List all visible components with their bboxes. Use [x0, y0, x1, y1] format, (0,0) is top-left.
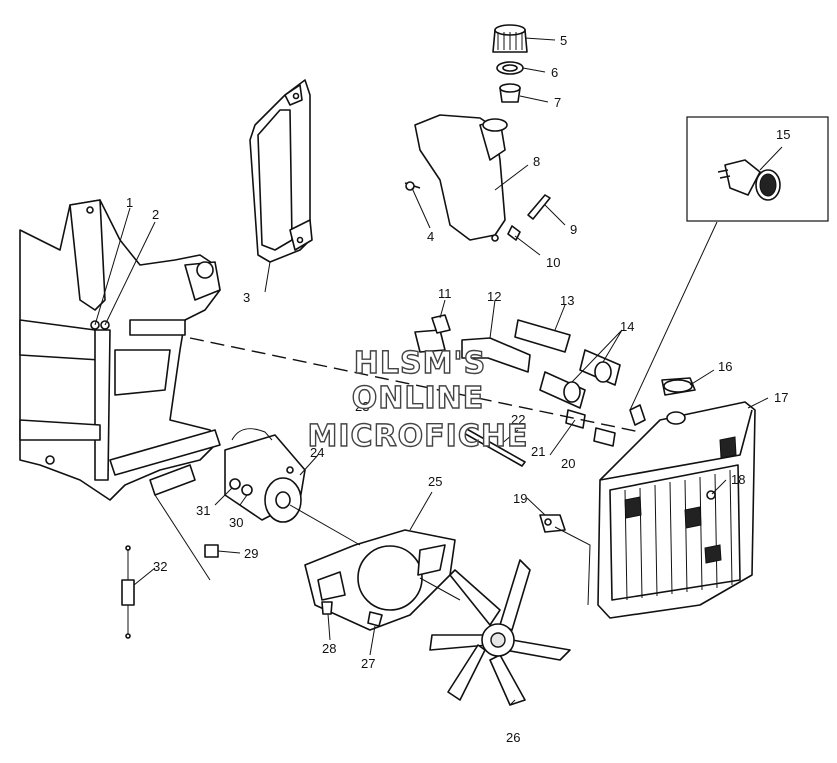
washer-30 — [241, 484, 253, 496]
callout-18: 18 — [731, 472, 745, 487]
temperature-switch — [717, 159, 781, 201]
hose-13 — [514, 319, 571, 353]
fan-bracket — [304, 529, 456, 631]
fuse-holder-32 — [121, 545, 135, 639]
long-bolt — [461, 427, 526, 467]
fan-motor — [224, 428, 306, 523]
callout-23: 23 — [355, 399, 369, 414]
callout-30: 30 — [229, 515, 243, 530]
callout-10: 10 — [546, 255, 560, 270]
callout-16: 16 — [718, 359, 732, 374]
callout-19: 19 — [513, 491, 527, 506]
callout-8: 8 — [533, 154, 540, 169]
callout-26: 26 — [506, 730, 520, 745]
callout-21: 21 — [531, 444, 545, 459]
lower-hose-21 — [565, 409, 586, 429]
callout-22: 22 — [511, 412, 525, 427]
callout-12: 12 — [487, 289, 501, 304]
callout-24: 24 — [310, 445, 324, 460]
callout-15: 15 — [776, 127, 790, 142]
coolant-reservoir — [404, 114, 508, 242]
callout-11: 11 — [438, 286, 452, 301]
callout-7: 7 — [554, 95, 561, 110]
callout-2: 2 — [152, 207, 159, 222]
watermark-line-3: MICROFICHE — [308, 419, 529, 454]
fastener-19 — [539, 514, 566, 533]
callout-6: 6 — [551, 65, 558, 80]
frame-assembly — [19, 199, 221, 501]
callout-3: 3 — [243, 290, 250, 305]
callout-4: 4 — [427, 229, 434, 244]
callout-31: 31 — [196, 503, 210, 518]
fitting-23 — [414, 329, 446, 353]
cap-gasket — [496, 61, 524, 75]
radiator-cap — [661, 377, 696, 396]
grommet-29 — [204, 544, 219, 558]
screw-27 — [367, 611, 383, 627]
centerline — [189, 337, 641, 433]
screw-28 — [321, 601, 333, 615]
lower-hose-20 — [593, 427, 616, 447]
callout-5: 5 — [560, 33, 567, 48]
hose-clamps-14 — [539, 349, 621, 409]
watermark: HLSM'S ONLINE MICROFICHE — [307, 345, 529, 454]
hose-clip — [507, 225, 521, 241]
callout-13: 13 — [560, 293, 574, 308]
callout-29: 29 — [244, 546, 258, 561]
watermark-line-1: HLSM'S — [354, 346, 486, 381]
watermark-line-2: ONLINE — [352, 381, 485, 416]
overflow-hose — [527, 194, 551, 220]
callout-32: 32 — [153, 559, 167, 574]
leader-lines — [94, 37, 783, 706]
fan-blade — [429, 559, 571, 706]
radiator-shroud — [249, 79, 313, 263]
nut-31 — [229, 478, 241, 490]
callout-1: 1 — [126, 195, 133, 210]
callout-labels: 1 2 3 4 5 6 7 8 9 10 11 12 13 14 15 16 1… — [126, 33, 790, 745]
callout-25: 25 — [428, 474, 442, 489]
callout-9: 9 — [570, 222, 577, 237]
callout-20: 20 — [561, 456, 575, 471]
callout-28: 28 — [322, 641, 336, 656]
callout-14: 14 — [620, 319, 634, 334]
reservoir-cap — [492, 24, 528, 53]
callout-17: 17 — [774, 390, 788, 405]
callout-27: 27 — [361, 656, 375, 671]
radiator — [597, 401, 756, 619]
filler-neck — [499, 83, 521, 103]
